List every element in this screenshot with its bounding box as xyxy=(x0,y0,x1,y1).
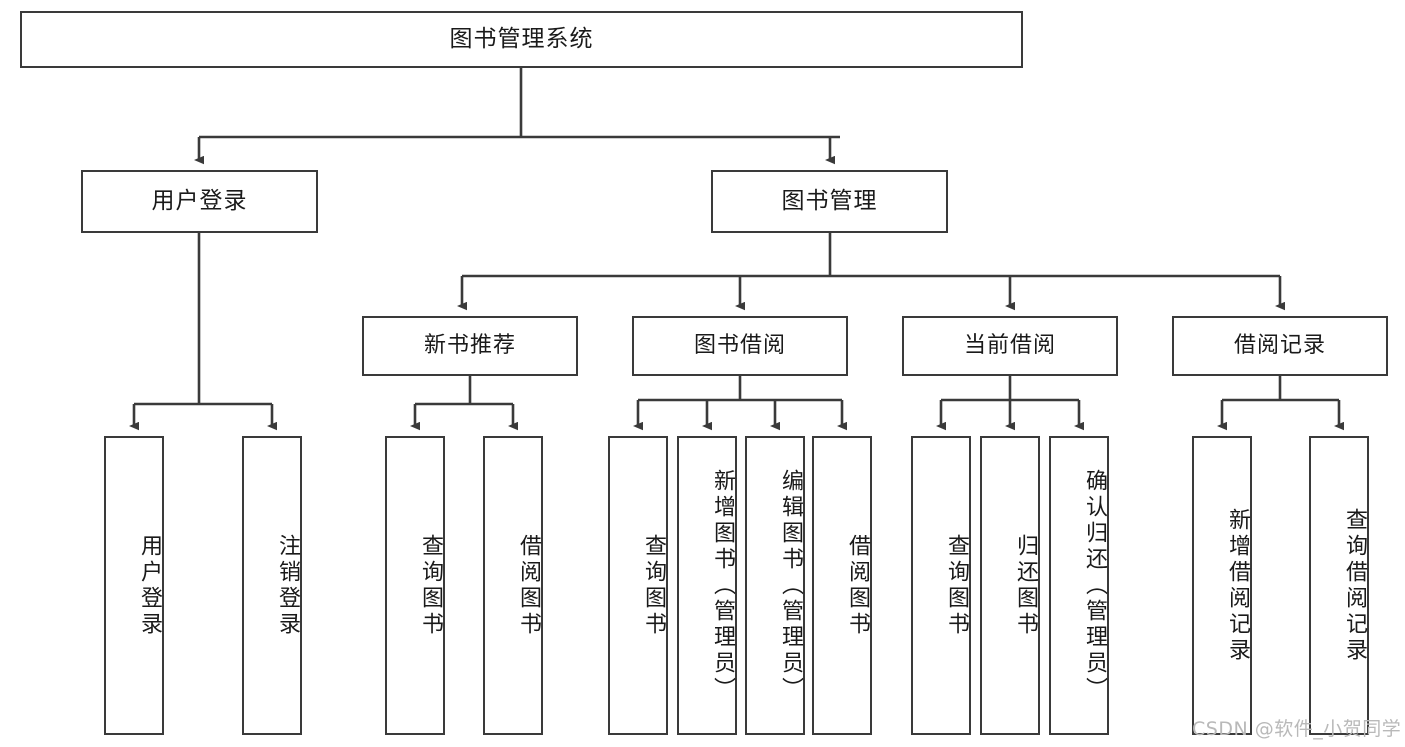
node-label: 注销登录 xyxy=(275,533,300,638)
node-label: 查询图书 xyxy=(944,533,969,638)
leaf-new-book-query-book[interactable]: 查询图书 xyxy=(385,436,445,735)
leaf-current-borrow-query-book[interactable]: 查询图书 xyxy=(911,436,971,735)
node-label: 归还图书 xyxy=(1013,533,1038,638)
node-label: 图书借阅 xyxy=(693,332,786,358)
node-user-login[interactable]: 用户登录 xyxy=(81,170,318,233)
node-label: 借阅图书 xyxy=(845,533,870,638)
leaf-borrow-record-query-record[interactable]: 查询借阅记录 xyxy=(1309,436,1369,735)
leaf-borrow-record-add-record[interactable]: 新增借阅记录 xyxy=(1192,436,1252,735)
node-label: 借阅图书 xyxy=(516,533,541,638)
node-label: 图书管理 xyxy=(781,187,878,214)
leaf-book-borrow-borrow-book[interactable]: 借阅图书 xyxy=(812,436,872,735)
node-label: 当前借阅 xyxy=(963,332,1056,358)
node-book-borrow[interactable]: 图书借阅 xyxy=(632,316,848,376)
node-borrow-record[interactable]: 借阅记录 xyxy=(1172,316,1388,376)
node-label: 借阅记录 xyxy=(1233,332,1326,358)
leaf-new-book-borrow-book[interactable]: 借阅图书 xyxy=(483,436,543,735)
node-label: 新增借阅记录 xyxy=(1225,507,1250,664)
leaf-book-borrow-query-book[interactable]: 查询图书 xyxy=(608,436,668,735)
node-book-management[interactable]: 图书管理 xyxy=(711,170,948,233)
leaf-user-login-logout[interactable]: 注销登录 xyxy=(242,436,302,735)
node-label: 图书管理系统 xyxy=(449,25,594,52)
node-label: 用户登录 xyxy=(137,533,162,638)
leaf-current-borrow-return-book[interactable]: 归还图书 xyxy=(980,436,1040,735)
node-label: 编辑图书（管理员） xyxy=(778,468,803,703)
node-label: 查询图书 xyxy=(418,533,443,638)
node-new-book-recommend[interactable]: 新书推荐 xyxy=(362,316,578,376)
leaf-book-borrow-add-book-admin[interactable]: 新增图书（管理员） xyxy=(677,436,737,735)
node-label: 查询借阅记录 xyxy=(1342,507,1367,664)
leaf-current-borrow-confirm-return-admin[interactable]: 确认归还（管理员） xyxy=(1049,436,1109,735)
csdn-watermark: CSDN @软件_小贺同学 xyxy=(1192,718,1402,740)
leaf-user-login-login[interactable]: 用户登录 xyxy=(104,436,164,735)
node-label: 新书推荐 xyxy=(423,332,516,358)
node-label: 用户登录 xyxy=(151,187,248,214)
node-label: 新增图书（管理员） xyxy=(710,468,735,703)
node-label: 确认归还（管理员） xyxy=(1082,468,1107,703)
node-current-borrow[interactable]: 当前借阅 xyxy=(902,316,1118,376)
leaf-book-borrow-edit-book-admin[interactable]: 编辑图书（管理员） xyxy=(745,436,805,735)
node-label: 查询图书 xyxy=(641,533,666,638)
node-root-book-management-system[interactable]: 图书管理系统 xyxy=(20,11,1023,68)
